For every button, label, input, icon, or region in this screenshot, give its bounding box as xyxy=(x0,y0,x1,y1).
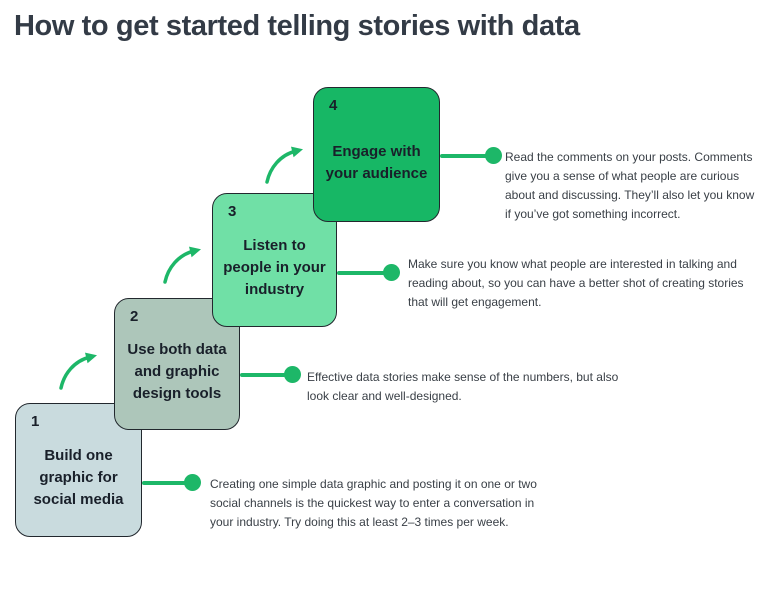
step-title-1: Build one graphic for social media xyxy=(33,447,124,508)
connector-dot-icon xyxy=(485,147,502,164)
connector-dot-icon xyxy=(383,264,400,281)
connector-line-4 xyxy=(440,154,495,158)
step-title-3: Listen to people in your industry xyxy=(223,237,326,298)
step-number-2: 2 xyxy=(130,308,139,325)
page-title: How to get started telling stories with … xyxy=(14,10,580,42)
step-number-3: 3 xyxy=(228,203,237,220)
curved-arrow-step3-to-step4-icon xyxy=(265,146,303,184)
connector-line-3 xyxy=(337,271,393,275)
curved-arrow-step1-to-step2-icon xyxy=(59,352,97,390)
step-title-4: Engage with your audience xyxy=(325,142,428,182)
step-title-2: Use both data and graphic design tools xyxy=(127,341,227,402)
step-note-2: Effective data stories make sense of the… xyxy=(307,370,619,403)
step-note-3: Make sure you know what people are inter… xyxy=(408,257,744,309)
step-number-1: 1 xyxy=(31,413,40,430)
connector-dot-icon xyxy=(184,474,201,491)
step-note-4: Read the comments on your posts. Comment… xyxy=(505,150,755,221)
step-number-4: 4 xyxy=(329,97,338,114)
connector-line-2 xyxy=(240,373,294,377)
connector-line-1 xyxy=(142,481,194,485)
curved-arrow-step2-to-step3-icon xyxy=(163,246,201,284)
connector-dot-icon xyxy=(284,366,301,383)
step-box-4: 4 Engage with your audience xyxy=(313,87,440,222)
step-note-1: Creating one simple data graphic and pos… xyxy=(210,477,537,529)
